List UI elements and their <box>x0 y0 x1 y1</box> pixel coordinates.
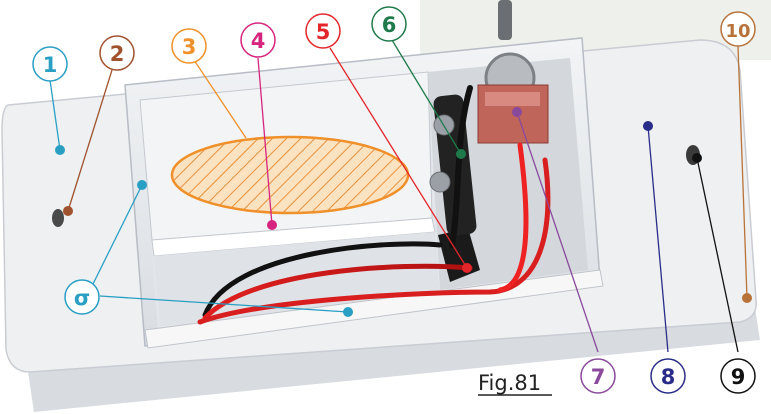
hex-nut-2 <box>429 171 451 193</box>
leader-lines <box>49 39 752 353</box>
callout-9-label: 9 <box>731 365 746 389</box>
callout-4-label: 4 <box>251 29 266 53</box>
callout-5: 5 <box>305 13 341 49</box>
toggle-switch <box>477 0 549 144</box>
mounting-hole-left <box>52 209 64 227</box>
callout-2: 2 <box>99 35 135 71</box>
callout-10-label: 10 <box>725 21 750 42</box>
callout-8: 8 <box>650 358 686 394</box>
callout-6-label: 6 <box>382 13 397 37</box>
callout-4: 4 <box>240 22 276 58</box>
callout-3-label: 3 <box>182 35 197 59</box>
callout-sigma: σ <box>64 279 100 315</box>
callout-1-label: 1 <box>43 53 58 77</box>
callout-1: 1 <box>32 46 68 82</box>
callout-9: 9 <box>720 358 756 394</box>
callout-5-label: 5 <box>316 20 331 44</box>
battery-zone-hatched <box>170 135 410 215</box>
callout-3: 3 <box>171 28 207 64</box>
figure-caption: Fig.81 <box>478 371 541 395</box>
callout-sigma-label: σ <box>74 286 90 310</box>
callout-7: 7 <box>580 358 616 394</box>
callout-10: 10 <box>720 11 756 47</box>
callout-6: 6 <box>371 6 407 42</box>
callout-8-label: 8 <box>661 365 676 389</box>
callout-2-label: 2 <box>110 42 125 66</box>
callout-7-label: 7 <box>591 365 606 389</box>
